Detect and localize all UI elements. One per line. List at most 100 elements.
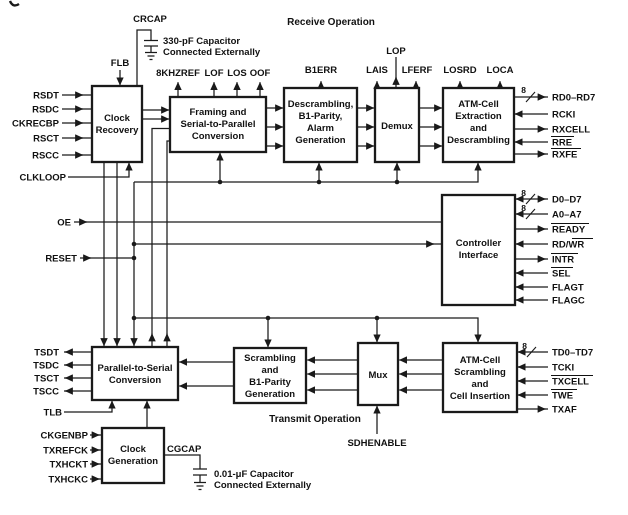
pin-label-flagc: FLAGC	[552, 296, 585, 307]
block-label: and	[470, 123, 487, 134]
pin-label-oof: OOF	[250, 68, 271, 79]
bus-width-d: 8	[521, 188, 526, 198]
pin-label-a0-a7: A0–A7	[552, 210, 582, 221]
block-label: ATM-Cell	[460, 355, 500, 366]
pin-label-rdwr: RD/WR	[552, 240, 584, 251]
pin-label-ckgenbp: CKGENBP	[40, 431, 88, 442]
block-label: Scrambling	[454, 367, 506, 378]
pin-label-rcki: RCKI	[552, 110, 575, 121]
pin-label-tsdt: TSDT	[34, 348, 59, 359]
block-label: B1-Parity	[249, 377, 291, 388]
controller-bus-wires	[515, 193, 548, 304]
pin-label-rscc: RSCC	[32, 151, 59, 162]
pin-label-sdhenable: SDHENABLE	[347, 438, 406, 449]
pin-label-rxcell: RXCELL	[552, 125, 590, 136]
block-clock-recovery: Clock Recovery	[90, 84, 144, 164]
pin-label-txrefck: TXREFCK	[43, 446, 88, 457]
pin-label-losrd: LOSRD	[443, 65, 476, 76]
block-controller-interface: Controller Interface	[440, 193, 517, 307]
bus-width-td: 8	[522, 341, 527, 351]
block-label: Scrambling	[244, 353, 296, 364]
block-label: Generation	[295, 135, 345, 146]
block-atm-scrambling: ATM-Cell Scrambling and Cell Insertion	[441, 341, 519, 414]
receive-input-wires	[62, 91, 133, 178]
block-label: ATM-Cell	[458, 99, 498, 110]
transmit-chain-wires	[64, 356, 443, 428]
pin-label-rsct: RSCT	[33, 134, 59, 145]
pin-label-ready: READY	[552, 225, 586, 236]
figure-crop-artifact	[8, 0, 20, 7]
block-atm-extraction: ATM-Cell Extraction and Descrambling	[441, 86, 516, 164]
crcap-capacitor-symbol	[136, 29, 158, 86]
pin-label-b1err: B1ERR	[305, 65, 337, 76]
block-parallel-to-serial: Parallel-to-Serial Conversion	[90, 345, 180, 402]
block-label: Controller	[456, 238, 502, 249]
block-label: Descrambling	[447, 135, 510, 146]
pin-label-oe: OE	[57, 218, 71, 229]
pin-label-lferf: LFERF	[402, 65, 433, 76]
cgcap-note-line1: 0.01-μF Capacitor	[214, 469, 294, 480]
block-label: Serial-to-Parallel	[181, 119, 256, 130]
pin-label-lais: LAIS	[366, 65, 388, 76]
transmit-output-wires	[64, 348, 92, 395]
pin-label-flb: FLB	[111, 58, 130, 69]
block-descrambling: Descrambling, B1-Parity, Alarm Generatio…	[282, 86, 359, 164]
clock-generation-input-wires	[90, 431, 102, 483]
block-label: Parallel-to-Serial	[98, 363, 173, 374]
reset-distribution-wires	[74, 152, 482, 348]
crcap-note-line1: 330-pF Capacitor	[163, 36, 240, 47]
bus-width-rd: 8	[521, 85, 526, 95]
pin-label-txcell: TXCELL	[552, 377, 589, 388]
pin-label-cgcap: CGCAP	[167, 444, 202, 455]
block-label: and	[262, 365, 279, 376]
pin-label-tscc: TSCC	[33, 387, 59, 398]
block-label: Conversion	[192, 131, 244, 142]
bus-width-a: 8	[521, 203, 526, 213]
block-mux: Mux	[356, 341, 400, 407]
block-framing: Framing and Serial-to-Parallel Conversio…	[168, 95, 268, 154]
pin-label-rsdc: RSDC	[32, 105, 59, 116]
transmit-operation-title: Transmit Operation	[269, 414, 361, 425]
pin-label-td0-td7: TD0–TD7	[552, 348, 593, 359]
receive-operation-title: Receive Operation	[287, 17, 375, 28]
block-label: Clock	[120, 444, 147, 455]
cgcap-note-line2: Connected Externally	[214, 480, 312, 491]
block-label: and	[472, 379, 489, 390]
block-clock-generation: Clock Generation	[100, 426, 166, 485]
block-demux: Demux	[373, 86, 421, 164]
pin-label-intr: INTR	[552, 255, 574, 266]
pin-label-txhckc: TXHCKC	[48, 475, 88, 486]
block-label: Alarm	[307, 123, 334, 134]
pin-label-ckrecbp: CKRECBP	[12, 119, 60, 130]
block-label: Framing and	[189, 107, 246, 118]
pin-label-reset: RESET	[45, 254, 77, 265]
block-label: Mux	[369, 370, 389, 381]
pin-label-los: LOS	[227, 68, 247, 79]
pin-label-loca: LOCA	[487, 65, 514, 76]
pin-label-d0-d7: D0–D7	[552, 195, 582, 206]
pin-label-tlb: TLB	[44, 408, 63, 419]
block-label: Cell Insertion	[450, 391, 510, 402]
block-label: Descrambling,	[288, 99, 353, 110]
crcap-note-line2: Connected Externally	[163, 47, 261, 58]
block-label: B1-Parity,	[299, 111, 343, 122]
pin-label-rxfe: RXFE	[552, 150, 577, 161]
block-label: Generation	[245, 389, 295, 400]
block-label: Clock	[104, 113, 131, 124]
pin-label-crcap: CRCAP	[133, 14, 167, 25]
pin-label-8khzref: 8KHZREF	[156, 68, 200, 79]
pin-label-rd0-rd7: RD0–RD7	[552, 93, 595, 104]
pin-label-tsdc: TSDC	[33, 361, 59, 372]
block-label: Recovery	[96, 125, 139, 136]
pin-label-txhckt: TXHCKT	[49, 460, 88, 471]
block-label: Conversion	[109, 375, 161, 386]
pin-label-flagt: FLAGT	[552, 283, 584, 294]
cgcap-capacitor-symbol	[164, 454, 207, 491]
pin-label-sel: SEL	[552, 269, 571, 280]
pin-label-rsdt: RSDT	[33, 91, 59, 102]
pin-label-rre: RRE	[552, 138, 572, 149]
block-label: Interface	[459, 250, 499, 261]
pin-label-tsct: TSCT	[34, 374, 59, 385]
